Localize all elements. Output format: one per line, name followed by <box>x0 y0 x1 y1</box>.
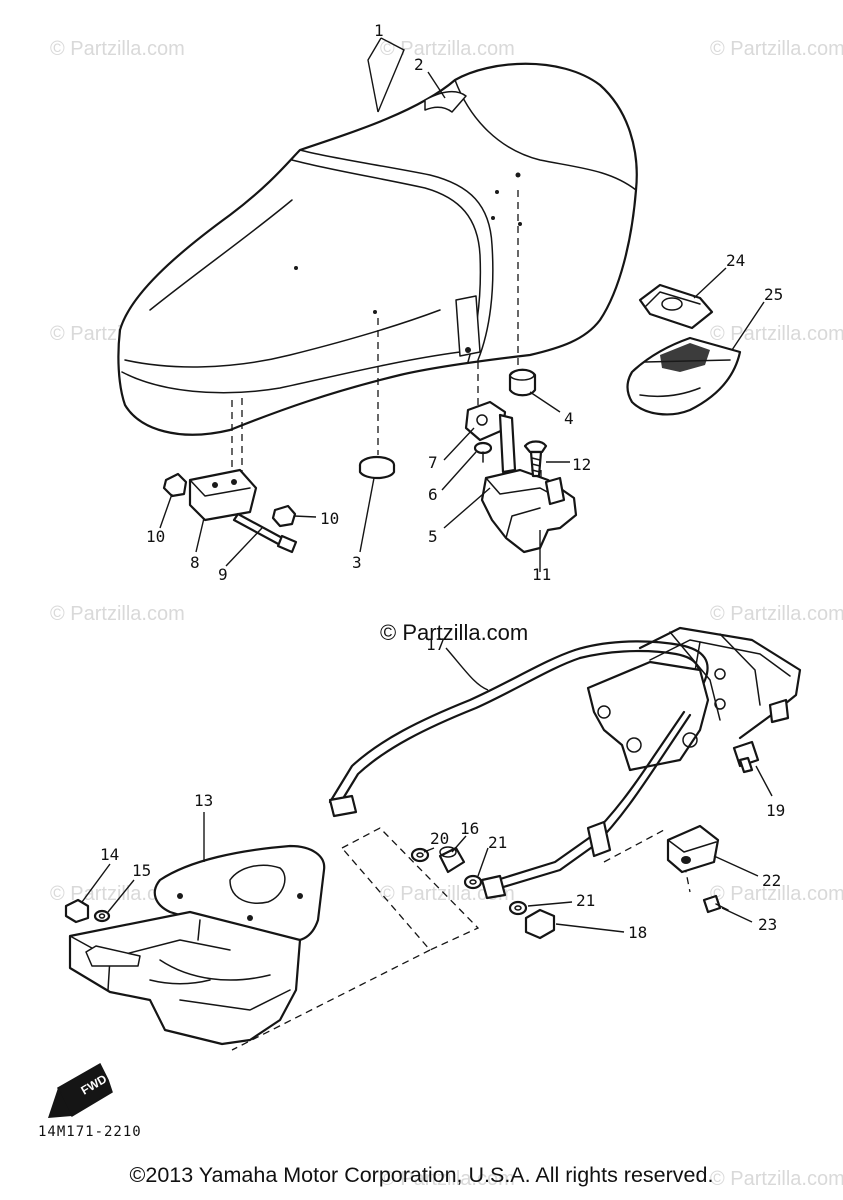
callout-4: 4 <box>564 409 574 428</box>
callout-leaders <box>81 37 773 933</box>
diagram-code: 14M171-2210 <box>38 1124 142 1140</box>
bracket-22 <box>666 824 720 874</box>
callout-5: 5 <box>428 527 438 546</box>
watermark-main: © Partzilla.com <box>380 620 528 645</box>
seat-lock-assembly <box>464 400 578 554</box>
callout-labels: 1 2 3 4 5 6 7 8 9 10 10 11 12 13 14 15 1… <box>100 21 785 942</box>
callout-24: 24 <box>726 251 745 270</box>
callout-20: 20 <box>430 829 449 848</box>
callout-7: 7 <box>428 453 438 472</box>
callout-3: 3 <box>352 553 362 572</box>
grab-bar-carrier <box>328 626 802 900</box>
callout-12: 12 <box>572 455 591 474</box>
forward-arrow-icon: FWD <box>48 1062 113 1118</box>
damper-rubber <box>358 455 396 480</box>
callout-9: 9 <box>218 565 228 584</box>
watermark-tile: © Partzilla.com <box>380 38 515 60</box>
callout-23: 23 <box>758 915 777 934</box>
manual-pouch <box>626 336 742 416</box>
callout-13: 13 <box>194 791 213 810</box>
callout-2: 2 <box>414 55 424 74</box>
watermark-tile: © Partzilla.com <box>710 38 843 60</box>
callout-1: 1 <box>374 21 384 40</box>
callout-16: 16 <box>460 819 479 838</box>
watermark-tiles: © Partzilla.com © Partzilla.com © Partzi… <box>50 38 843 1190</box>
callout-11: 11 <box>532 565 551 584</box>
callout-17: 17 <box>426 635 445 654</box>
callout-25: 25 <box>764 285 783 304</box>
holder-clip <box>638 283 714 330</box>
callout-6: 6 <box>428 485 438 504</box>
watermark-tile: © Partzilla.com <box>710 1168 843 1190</box>
watermark-tile: © Partzilla.com <box>380 1168 515 1190</box>
watermark-tile: © Partzilla.com <box>380 883 515 905</box>
callout-21-upper: 21 <box>488 833 507 852</box>
callout-14: 14 <box>100 845 119 864</box>
screw-23 <box>702 894 729 914</box>
callout-10-right: 10 <box>320 509 339 528</box>
callout-8: 8 <box>190 553 200 572</box>
callout-21-lower: 21 <box>576 891 595 910</box>
watermark-tile: © Partzilla.com <box>710 883 843 905</box>
callout-10-left: 10 <box>146 527 165 546</box>
callout-15: 15 <box>132 861 151 880</box>
bolt-19 <box>732 740 760 774</box>
tray-fasteners <box>64 898 111 924</box>
watermark-tile: © Partzilla.com <box>710 603 843 625</box>
callout-18: 18 <box>628 923 647 942</box>
rubber-damper-upper <box>508 368 537 397</box>
storage-tray <box>68 844 326 1046</box>
watermark-tile: © Partzilla.com <box>50 38 185 60</box>
copyright-notice: ©2013 Yamaha Motor Corporation, U.S.A. A… <box>129 1163 714 1187</box>
watermark-tile: © Partzilla.com <box>50 603 185 625</box>
seat-guide-lines <box>231 190 542 495</box>
watermark-tile: © Partzilla.com <box>710 323 843 345</box>
seat-assembly <box>117 62 638 436</box>
seat-trim-piece <box>424 90 467 113</box>
seat-bracket-front <box>162 468 298 554</box>
callout-19: 19 <box>766 801 785 820</box>
callout-22: 22 <box>762 871 781 890</box>
